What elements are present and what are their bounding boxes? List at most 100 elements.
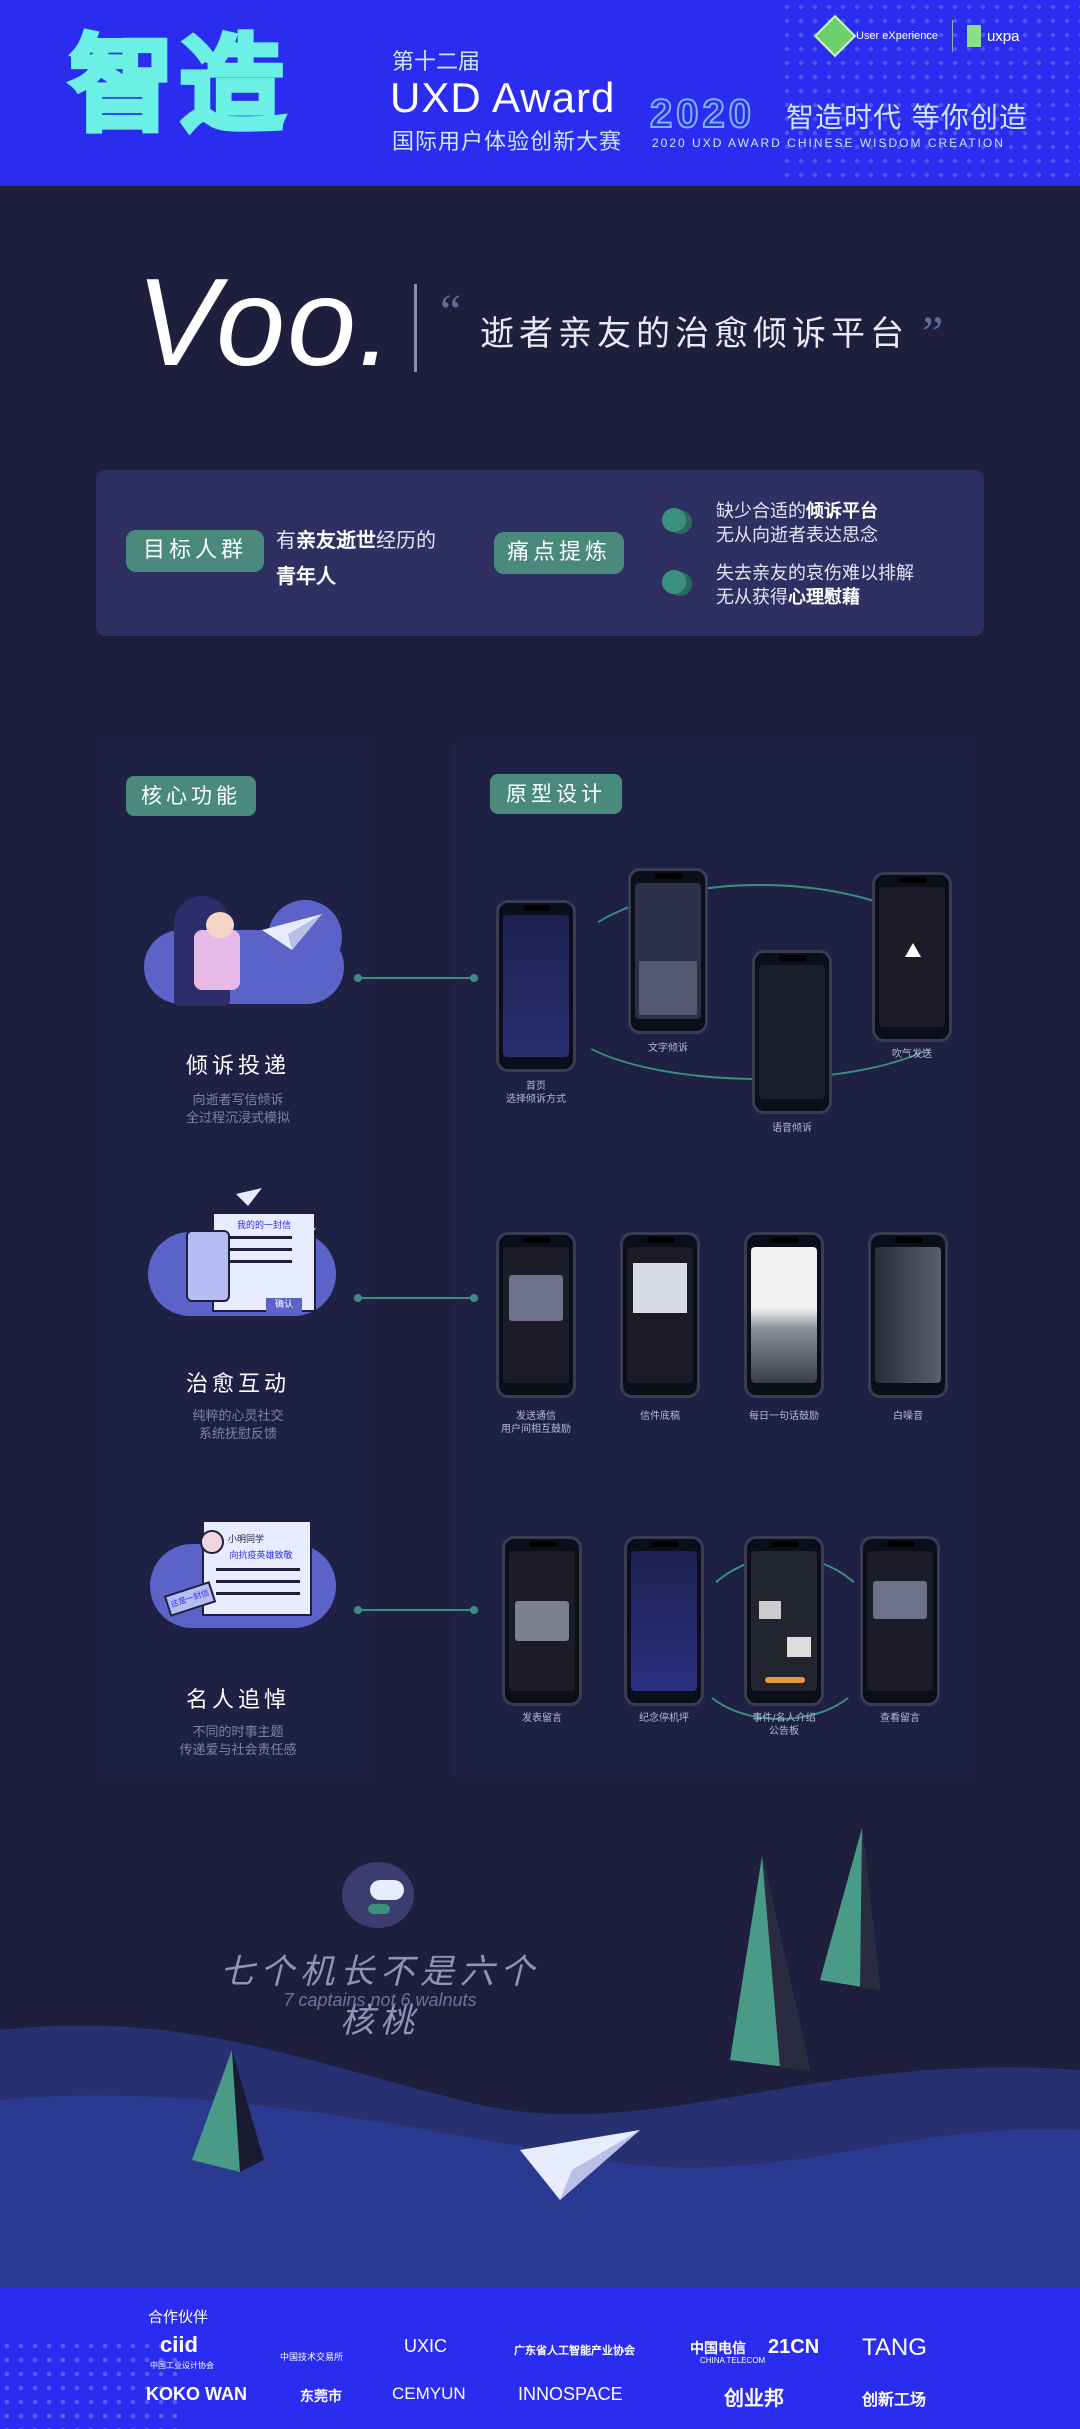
phone-caption: 首页选择倾诉方式 bbox=[506, 1081, 566, 1105]
avatar bbox=[200, 1530, 224, 1554]
phone-home bbox=[496, 900, 576, 1072]
feature-title: 治愈互动 bbox=[185, 1372, 290, 1397]
award-title: UXD Award bbox=[390, 74, 616, 121]
paper-plane-icon bbox=[236, 1188, 262, 1206]
partner-logo: 广东省人工智能产业协会 bbox=[514, 2345, 635, 2357]
uxpa-icon bbox=[966, 25, 981, 47]
phone-view-messages bbox=[860, 1536, 940, 1706]
letter-heading: 我的的一封信 bbox=[236, 1221, 291, 1231]
partner-logo: KOKO WAN bbox=[146, 2384, 247, 2404]
zhizao-logo: 智造 bbox=[67, 24, 291, 146]
feature-desc-line: 传递爱与社会责任感 bbox=[179, 1743, 297, 1758]
connector-dot bbox=[354, 1606, 362, 1614]
connector-dot bbox=[354, 1294, 362, 1302]
sponsor-logos: User eXperience uxpa bbox=[813, 14, 1020, 58]
team-slogan-en: 7 captains not 6 walnuts bbox=[283, 1990, 477, 2010]
memorial-line bbox=[216, 1568, 300, 1571]
phone-illustration bbox=[186, 1230, 230, 1302]
letter-line bbox=[226, 1260, 292, 1263]
phone-caption: 信件底稿 bbox=[640, 1411, 680, 1422]
target-label: 目标人群 bbox=[126, 530, 264, 572]
phone-voice-confide bbox=[752, 950, 832, 1114]
phone-caption: 查看留言 bbox=[880, 1713, 920, 1724]
target-text-line2: 青年人 bbox=[276, 564, 336, 588]
partner-logo: TANG bbox=[862, 2334, 927, 2361]
team-slogan: 七个机长不是六个核桃 bbox=[220, 1952, 540, 2041]
phone-memorial-apron bbox=[624, 1536, 704, 1706]
phone-caption: 语音倾诉 bbox=[772, 1123, 812, 1134]
title-divider bbox=[414, 284, 417, 372]
pain-1-line1: 缺少合适的 bbox=[716, 501, 806, 522]
landscape-illustration bbox=[0, 1828, 1080, 2288]
connector-dot bbox=[470, 974, 478, 982]
phone-caption: 发表留言 bbox=[522, 1713, 562, 1724]
captain-mascot-icon bbox=[342, 1862, 414, 1928]
partner-sub: CHINA TELECOM bbox=[700, 2356, 766, 2365]
header-banner: 智造 第十二届 UXD Award 国际用户体验创新大赛 2020 智造时代 等… bbox=[0, 0, 1080, 186]
feature-desc-line: 纯粹的心灵社交 bbox=[192, 1409, 284, 1424]
paper-plane-icon bbox=[290, 1228, 316, 1246]
partner-logo: INNOSPACE bbox=[518, 2384, 623, 2404]
connector-dot bbox=[470, 1606, 478, 1614]
pain-label: 痛点提炼 bbox=[494, 532, 624, 574]
partner-logo: ciid bbox=[160, 2332, 198, 2357]
award-subtitle: 国际用户体验创新大赛 bbox=[392, 130, 623, 155]
memorial-line bbox=[216, 1592, 300, 1595]
phone-caption: 每日一句话鼓励 bbox=[749, 1411, 819, 1422]
feature-desc-line: 系统抚慰反馈 bbox=[198, 1427, 277, 1442]
app-tagline: 逝者亲友的治愈倾诉平台 bbox=[480, 314, 909, 354]
partners-label: 合作伙伴 bbox=[148, 2308, 209, 2326]
uxpa-text: uxpa bbox=[986, 27, 1020, 45]
phone-caption: 发送通信用户间相互鼓励 bbox=[501, 1411, 571, 1435]
quote-close: ” bbox=[922, 307, 944, 360]
feature-desc-line: 不同的时事主题 bbox=[192, 1725, 284, 1740]
flow-arc bbox=[690, 1600, 870, 1720]
letter-line bbox=[226, 1248, 292, 1251]
memorial-heading: 向抗疫英雄致敬 bbox=[229, 1551, 293, 1561]
phone-text-confide bbox=[628, 868, 708, 1034]
phone-caption: 事件/名人介绍公告板 bbox=[752, 1713, 816, 1737]
phone-white-noise bbox=[868, 1232, 948, 1398]
feature-desc: 不同的时事主题传递爱与社会责任感 bbox=[138, 1724, 338, 1760]
phone-caption: 文字倾诉 bbox=[648, 1043, 688, 1054]
girl-face bbox=[206, 912, 234, 938]
phone-send-letter bbox=[496, 1232, 576, 1398]
partner-sub: 中国工业设计协会 bbox=[150, 2361, 214, 2370]
phone-caption: 吹气发送 bbox=[892, 1049, 932, 1060]
partner-logo: 创新工场 bbox=[862, 2392, 927, 2409]
pain-item-1: 缺少合适的倾诉平台 无从向逝者表达思念 bbox=[716, 500, 878, 548]
partner-logo: CEMYUN bbox=[392, 2384, 466, 2403]
partner-logo: 东莞市 bbox=[300, 2388, 342, 2404]
pain-2-line2: 无从获得 bbox=[716, 587, 788, 608]
connector-dot bbox=[354, 974, 362, 982]
pain-1-bold: 倾诉平台 bbox=[806, 501, 878, 522]
partner-logo: UXIC bbox=[404, 2336, 448, 2356]
target-text-suffix: 经历的 bbox=[376, 528, 436, 552]
logo-divider bbox=[951, 20, 953, 52]
pain-dot-icon bbox=[662, 570, 686, 594]
pain-2-line1: 失去亲友的哀伤难以排解 bbox=[716, 563, 914, 584]
memorial-author: 小明同学 bbox=[228, 1535, 265, 1545]
partner-logo: 中国技术交易所 bbox=[280, 2352, 344, 2362]
pain-2-bold: 心理慰藉 bbox=[788, 587, 860, 608]
ux-logo-text: User eXperience bbox=[856, 30, 938, 42]
pain-dot-icon bbox=[662, 508, 686, 532]
phone-blow-send bbox=[872, 872, 952, 1042]
phone-daily-quote bbox=[744, 1232, 824, 1398]
phone-post-message bbox=[502, 1536, 582, 1706]
girl-body bbox=[194, 930, 240, 990]
connector-line bbox=[362, 1609, 472, 1611]
target-panel: 目标人群 有亲友逝世经历的 青年人 痛点提炼 缺少合适的倾诉平台 无从向逝者表达… bbox=[96, 470, 984, 636]
connector-line bbox=[362, 1297, 472, 1299]
header-english: 2020 UXD AWARD CHINESE WISDOM CREATION bbox=[652, 136, 1005, 150]
confirm-badge: 确认 bbox=[266, 1298, 302, 1312]
feature-desc-line: 向逝者写信倾诉 bbox=[192, 1093, 284, 1108]
flow-arc bbox=[560, 884, 960, 1064]
feature-desc-line: 全过程沉浸式模拟 bbox=[185, 1111, 290, 1126]
connector-dot bbox=[470, 1294, 478, 1302]
edition-text: 第十二届 bbox=[392, 50, 481, 75]
header-slogan: 智造时代 等你创造 bbox=[786, 101, 1028, 134]
prototype-label: 原型设计 bbox=[490, 774, 622, 814]
letter-line bbox=[226, 1236, 292, 1239]
pain-1-line2: 无从向逝者表达思念 bbox=[716, 525, 878, 546]
